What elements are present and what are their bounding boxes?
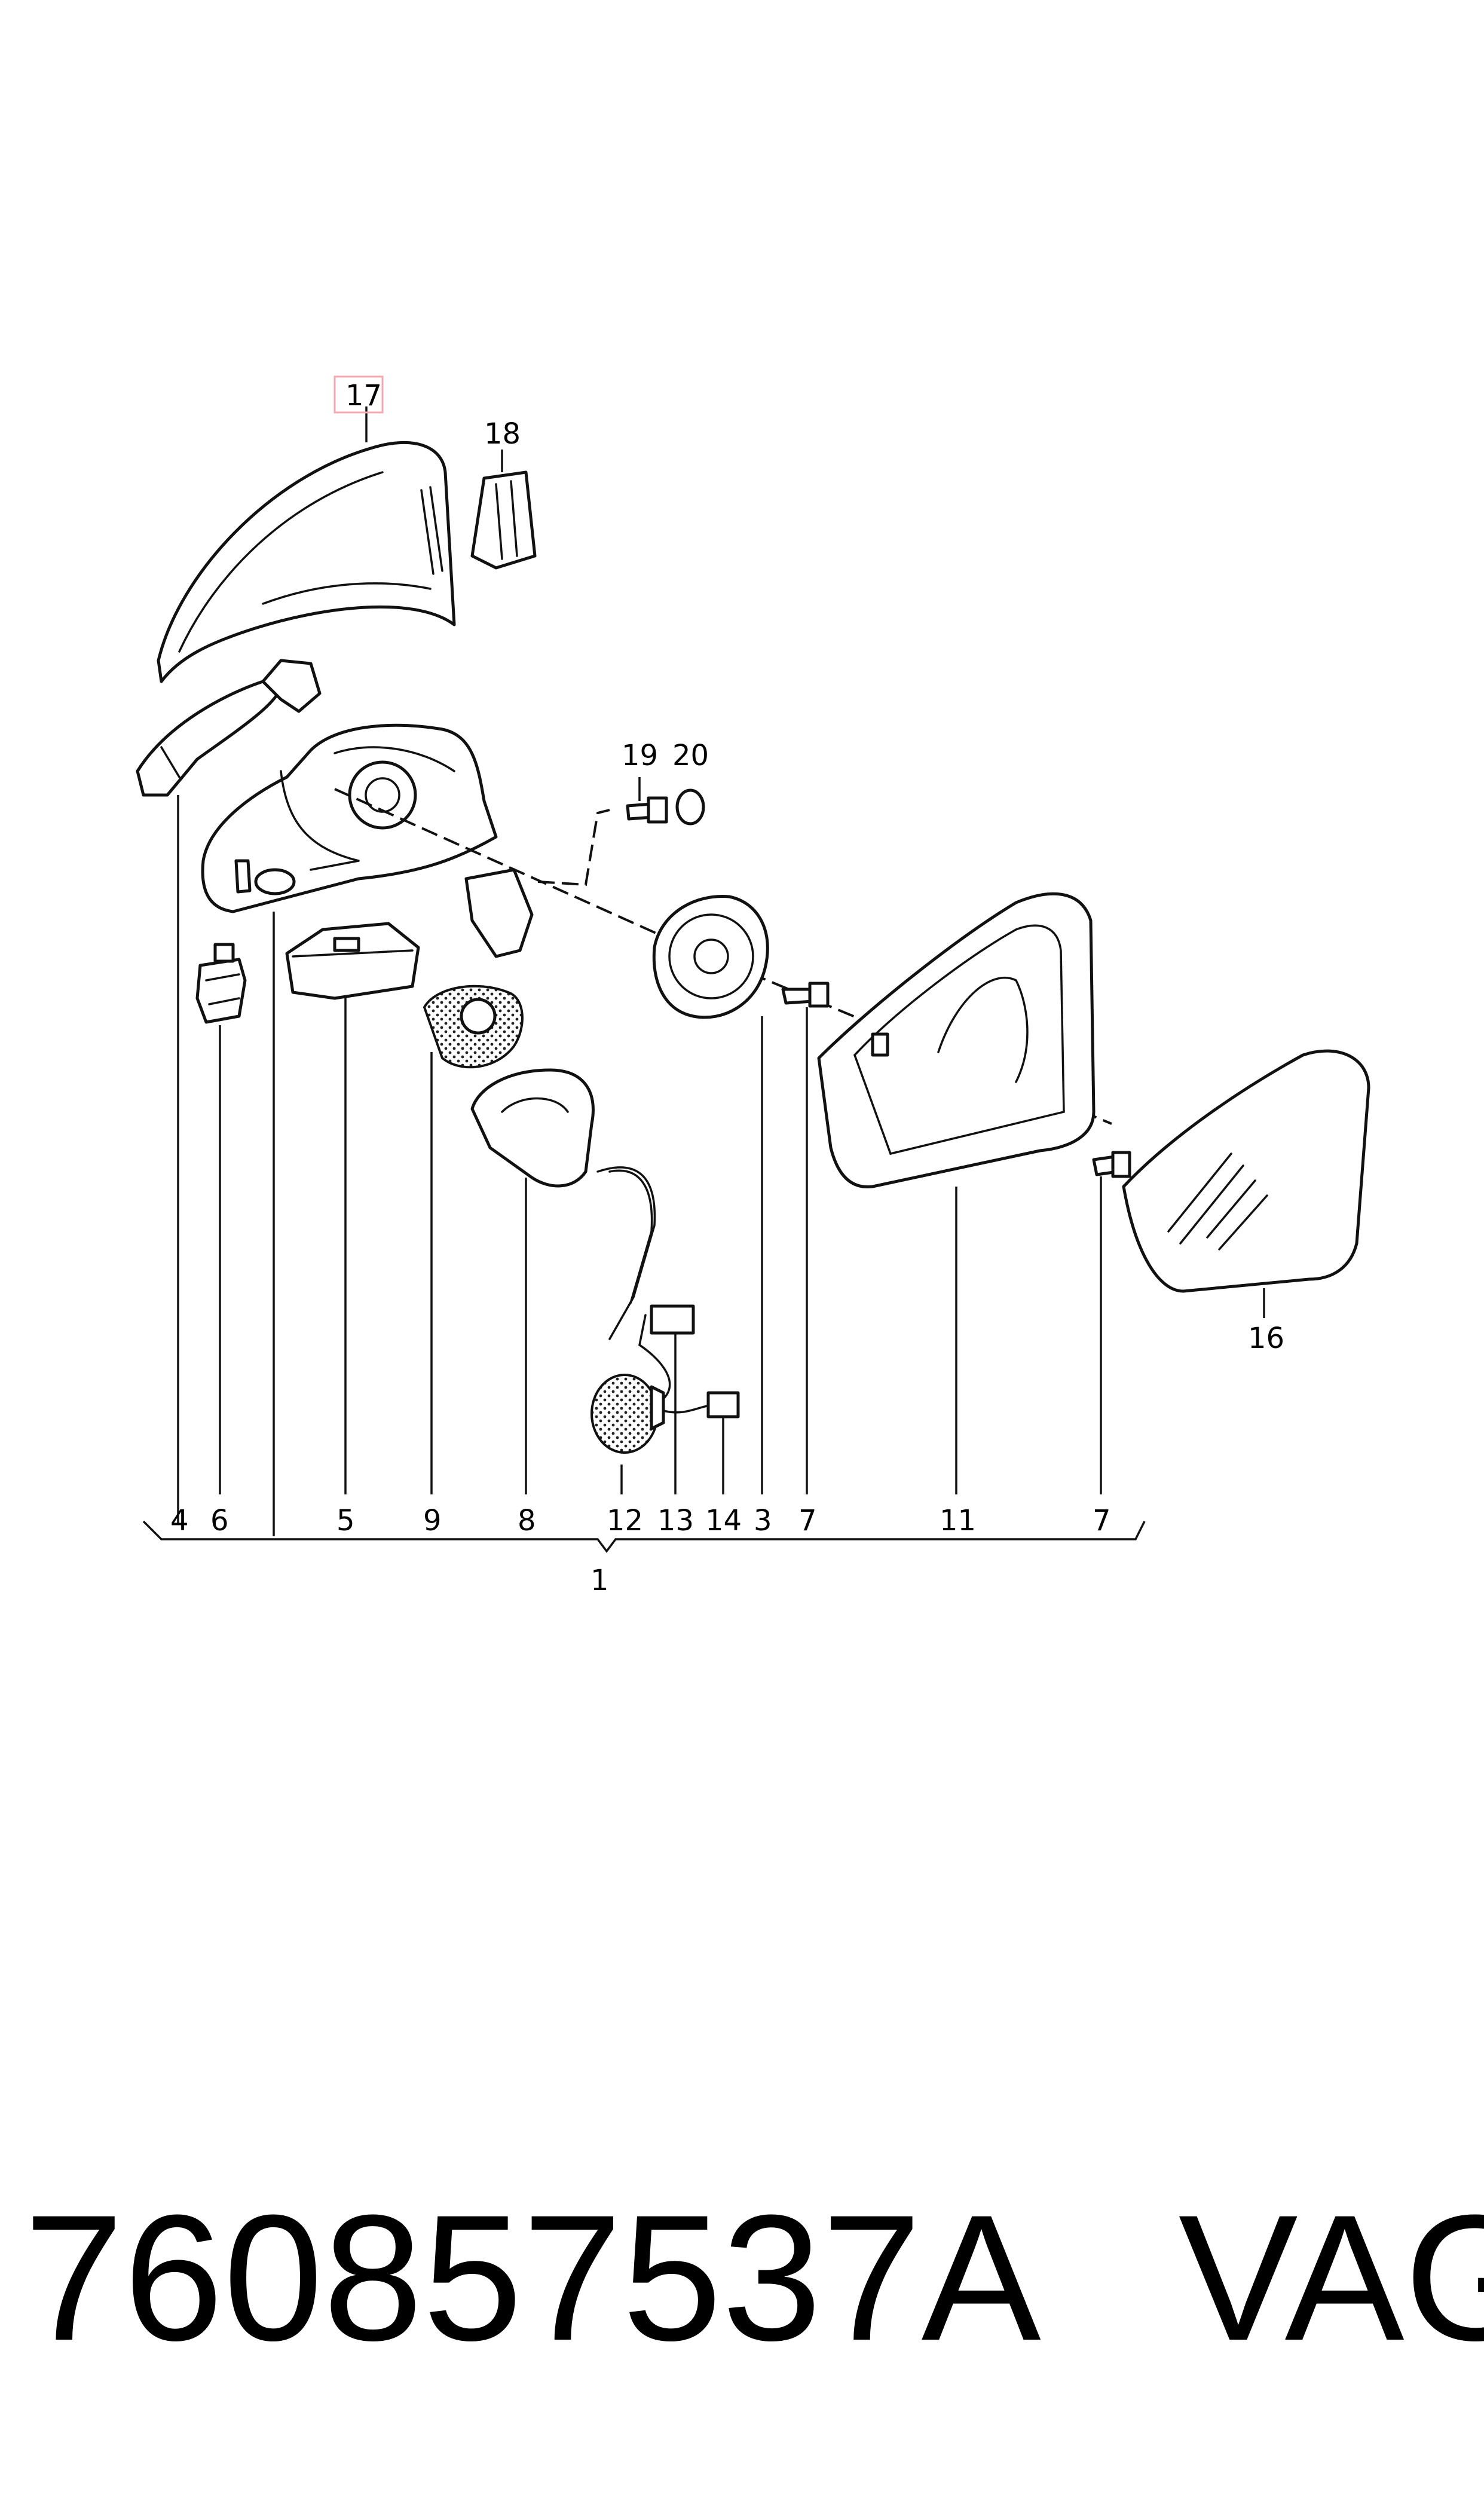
callout-20[interactable]: 20: [672, 739, 709, 772]
callout-6[interactable]: 6: [210, 1504, 229, 1537]
screw-lower: [1092, 1151, 1131, 1178]
callout-12[interactable]: 12: [607, 1504, 643, 1537]
part-number: 760857537A: [24, 2177, 1041, 2378]
highlight-box-17: [333, 375, 384, 414]
screw-upper: [781, 982, 830, 1008]
callout-1[interactable]: 1: [590, 1564, 609, 1597]
callout-19[interactable]: 19: [622, 739, 658, 772]
callout-7b[interactable]: 7: [1093, 1504, 1111, 1537]
callout-4[interactable]: 4: [170, 1504, 189, 1537]
mirror-glass: [1122, 1049, 1370, 1293]
callout-18[interactable]: 18: [484, 417, 521, 451]
wiring-connectors: [638, 1304, 740, 1419]
brand-name: VAG: [1178, 2177, 1484, 2378]
control-module: [285, 922, 420, 1000]
mirror-cap-cover: [157, 441, 456, 683]
leader-lines: [177, 406, 1265, 1536]
callout-16[interactable]: 16: [1248, 1322, 1284, 1355]
callout-9[interactable]: 9: [423, 1504, 442, 1537]
callout-17[interactable]: 17: [345, 379, 382, 412]
callout-5[interactable]: 5: [336, 1504, 355, 1537]
base-cover-with-cable: [470, 1068, 656, 1340]
cable-grommet: [590, 1374, 665, 1454]
gasket-seal: [423, 985, 524, 1069]
callout-7a[interactable]: 7: [798, 1504, 817, 1537]
callout-13[interactable]: 13: [657, 1504, 694, 1537]
callout-3[interactable]: 3: [754, 1504, 772, 1537]
mirror-base-housing: [201, 723, 534, 958]
part-number-caption: 760857537A VAG: [24, 2176, 1484, 2379]
assembly-bracket: [142, 1520, 1146, 1553]
mirror-housing-frame: [817, 892, 1096, 1189]
callout-14[interactable]: 14: [705, 1504, 742, 1537]
callout-11[interactable]: 11: [940, 1504, 976, 1537]
turn-signal-light: [136, 659, 322, 797]
small-motor-unit: [195, 943, 247, 1024]
clip-bracket: [470, 470, 537, 570]
callout-8[interactable]: 8: [518, 1504, 536, 1537]
screw-and-o-ring: [626, 788, 705, 826]
adjustment-motor: [652, 895, 769, 1019]
